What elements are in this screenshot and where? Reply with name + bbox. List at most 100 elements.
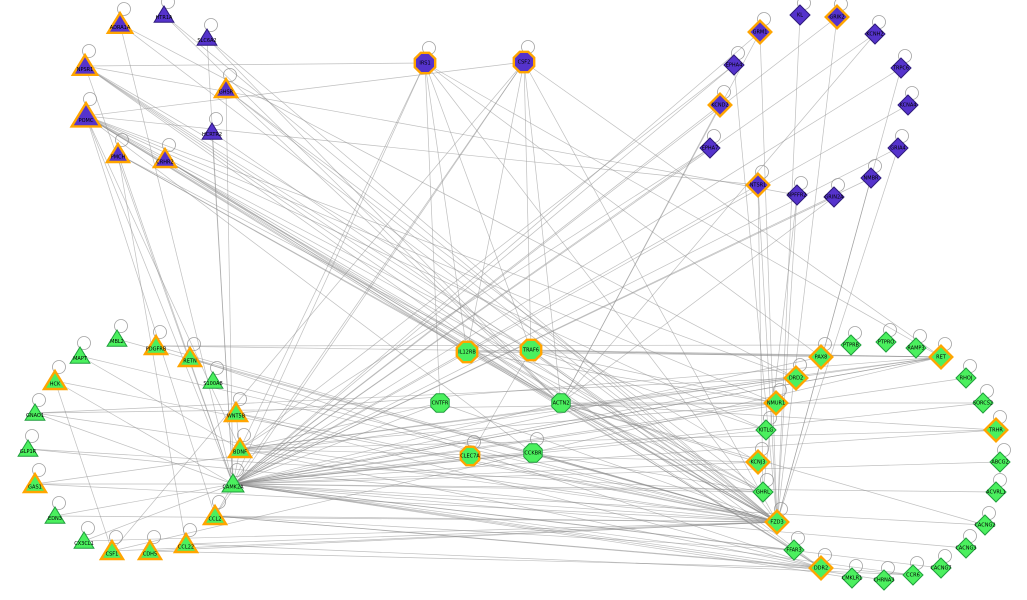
node-shape-diamond[interactable]: [823, 186, 845, 208]
node-shape-triangle[interactable]: [151, 146, 179, 169]
node-CSF2[interactable]: CSF2: [512, 50, 536, 74]
node-SLC6A2[interactable]: SLC6A2: [196, 28, 218, 46]
node-shape-triangle[interactable]: [142, 333, 170, 356]
node-GRIA4[interactable]: GRIA4: [887, 137, 909, 159]
node-ACTN2[interactable]: ACTN2: [551, 393, 571, 413]
node-IRS1[interactable]: IRS1: [413, 51, 437, 75]
node-shape-triangle[interactable]: [98, 538, 126, 561]
node-shape-diamond[interactable]: [972, 392, 994, 414]
node-TRPC6[interactable]: TRPC6: [890, 57, 912, 79]
node-shape-diamond[interactable]: [840, 334, 862, 356]
node-KCNA4[interactable]: KCNA4: [897, 94, 919, 116]
node-PTPRB[interactable]: PTPRB: [840, 334, 862, 356]
node-CSF1[interactable]: CSF1: [98, 538, 126, 561]
node-shape-diamond[interactable]: [983, 417, 1009, 443]
node-shape-octagon[interactable]: [512, 50, 536, 74]
node-ADRA1A[interactable]: ADRA1A: [105, 10, 135, 34]
node-shape-triangle[interactable]: [136, 538, 164, 561]
node-IL12RB[interactable]: IL12RB: [455, 340, 479, 364]
node-shape-triangle[interactable]: [172, 531, 200, 554]
node-TRAF6[interactable]: TRAF6: [519, 338, 543, 362]
node-CCR6[interactable]: CCR6: [902, 564, 924, 586]
node-shape-diamond[interactable]: [873, 569, 895, 591]
node-shape-triangle[interactable]: [221, 473, 245, 493]
node-shape-diamond[interactable]: [897, 94, 919, 116]
node-PMCH[interactable]: PMCH: [104, 141, 132, 164]
node-CX3CL1[interactable]: CX3CL1: [73, 531, 95, 549]
node-NMBR[interactable]: NMBR: [860, 167, 882, 189]
node-shape-diamond[interactable]: [755, 419, 777, 441]
node-ABCG2[interactable]: ABCG2: [989, 451, 1011, 473]
node-KITLG[interactable]: KITLG: [755, 419, 777, 441]
node-shape-diamond[interactable]: [764, 509, 790, 535]
node-shape-triangle[interactable]: [41, 368, 69, 391]
node-HCRTR2[interactable]: HCRTR2: [201, 122, 223, 140]
node-shape-triangle[interactable]: [17, 439, 39, 457]
node-shape-octagon[interactable]: [459, 445, 481, 467]
node-CACNG7[interactable]: CACNG7: [930, 557, 952, 579]
node-shape-diamond[interactable]: [875, 331, 897, 353]
node-shape-triangle[interactable]: [104, 141, 132, 164]
node-shape-diamond[interactable]: [745, 449, 771, 475]
node-shape-diamond[interactable]: [699, 137, 721, 159]
node-shape-triangle[interactable]: [105, 10, 135, 34]
node-GNAO1[interactable]: GNAO1: [24, 403, 46, 421]
node-shape-diamond[interactable]: [808, 555, 834, 581]
node-shape-triangle[interactable]: [202, 371, 224, 389]
node-CMKLR1[interactable]: CMKLR1: [841, 567, 863, 589]
node-shape-diamond[interactable]: [707, 92, 733, 118]
node-shape-diamond[interactable]: [808, 344, 834, 370]
node-shape-diamond[interactable]: [974, 514, 996, 536]
node-CCL22[interactable]: CCL22: [172, 531, 200, 554]
node-shape-diamond[interactable]: [905, 337, 927, 359]
node-ACVRL1[interactable]: ACVRL1: [985, 481, 1007, 503]
node-HCK[interactable]: HCK: [41, 368, 69, 391]
node-shape-triangle[interactable]: [69, 346, 91, 364]
node-shape-diamond[interactable]: [752, 481, 774, 503]
node-shape-triangle[interactable]: [222, 400, 250, 423]
node-shape-diamond[interactable]: [860, 167, 882, 189]
node-RHOJ[interactable]: RHOJ: [955, 367, 977, 389]
node-PDGFRB[interactable]: PDGFRB: [142, 333, 170, 356]
node-shape-triangle[interactable]: [73, 531, 95, 549]
node-shape-triangle[interactable]: [21, 471, 49, 494]
node-shape-triangle[interactable]: [201, 503, 229, 526]
node-shape-diamond[interactable]: [890, 57, 912, 79]
node-PTPRO[interactable]: PTPRO: [875, 331, 897, 353]
node-GLP1R[interactable]: GLP1R: [17, 439, 39, 457]
node-shape-diamond[interactable]: [783, 365, 809, 391]
node-shape-triangle[interactable]: [106, 329, 128, 347]
node-shape-octagon[interactable]: [455, 340, 479, 364]
node-shape-diamond[interactable]: [723, 54, 745, 76]
node-CACNG3[interactable]: CACNG3: [955, 537, 977, 559]
node-KCNH2[interactable]: KCNH2: [864, 23, 886, 45]
node-MAPT[interactable]: MAPT: [69, 346, 91, 364]
node-shape-diamond[interactable]: [763, 390, 789, 416]
node-shape-octagon[interactable]: [523, 443, 543, 463]
node-shape-diamond[interactable]: [747, 19, 773, 45]
node-KL[interactable]: KL: [789, 4, 811, 26]
node-MBL2[interactable]: MBL2: [106, 329, 128, 347]
node-shape-triangle[interactable]: [44, 506, 66, 524]
node-shape-diamond[interactable]: [786, 184, 808, 206]
node-shape-triangle[interactable]: [212, 76, 240, 99]
node-shape-triangle[interactable]: [69, 100, 103, 128]
node-shape-diamond[interactable]: [783, 539, 805, 561]
node-CNTFR[interactable]: CNTFR: [430, 393, 450, 413]
node-CCKBR[interactable]: CCKBR: [523, 443, 543, 463]
node-shape-triangle[interactable]: [176, 345, 204, 368]
node-EPHA7[interactable]: EPHA7: [699, 137, 721, 159]
node-shape-octagon[interactable]: [519, 338, 543, 362]
node-shape-diamond[interactable]: [928, 344, 954, 370]
node-shape-diamond[interactable]: [789, 4, 811, 26]
node-shape-octagon[interactable]: [551, 393, 571, 413]
node-CCL2[interactable]: CCL2: [201, 503, 229, 526]
node-SORCS2[interactable]: SORCS2: [972, 392, 994, 414]
node-CACNG2[interactable]: CACNG2: [974, 514, 996, 536]
node-GHRL[interactable]: GHRL: [752, 481, 774, 503]
node-GHSR[interactable]: GHSR: [212, 76, 240, 99]
node-shape-triangle[interactable]: [196, 28, 218, 46]
node-HTR1A[interactable]: HTR1A: [153, 5, 175, 23]
node-shape-diamond[interactable]: [989, 451, 1011, 473]
